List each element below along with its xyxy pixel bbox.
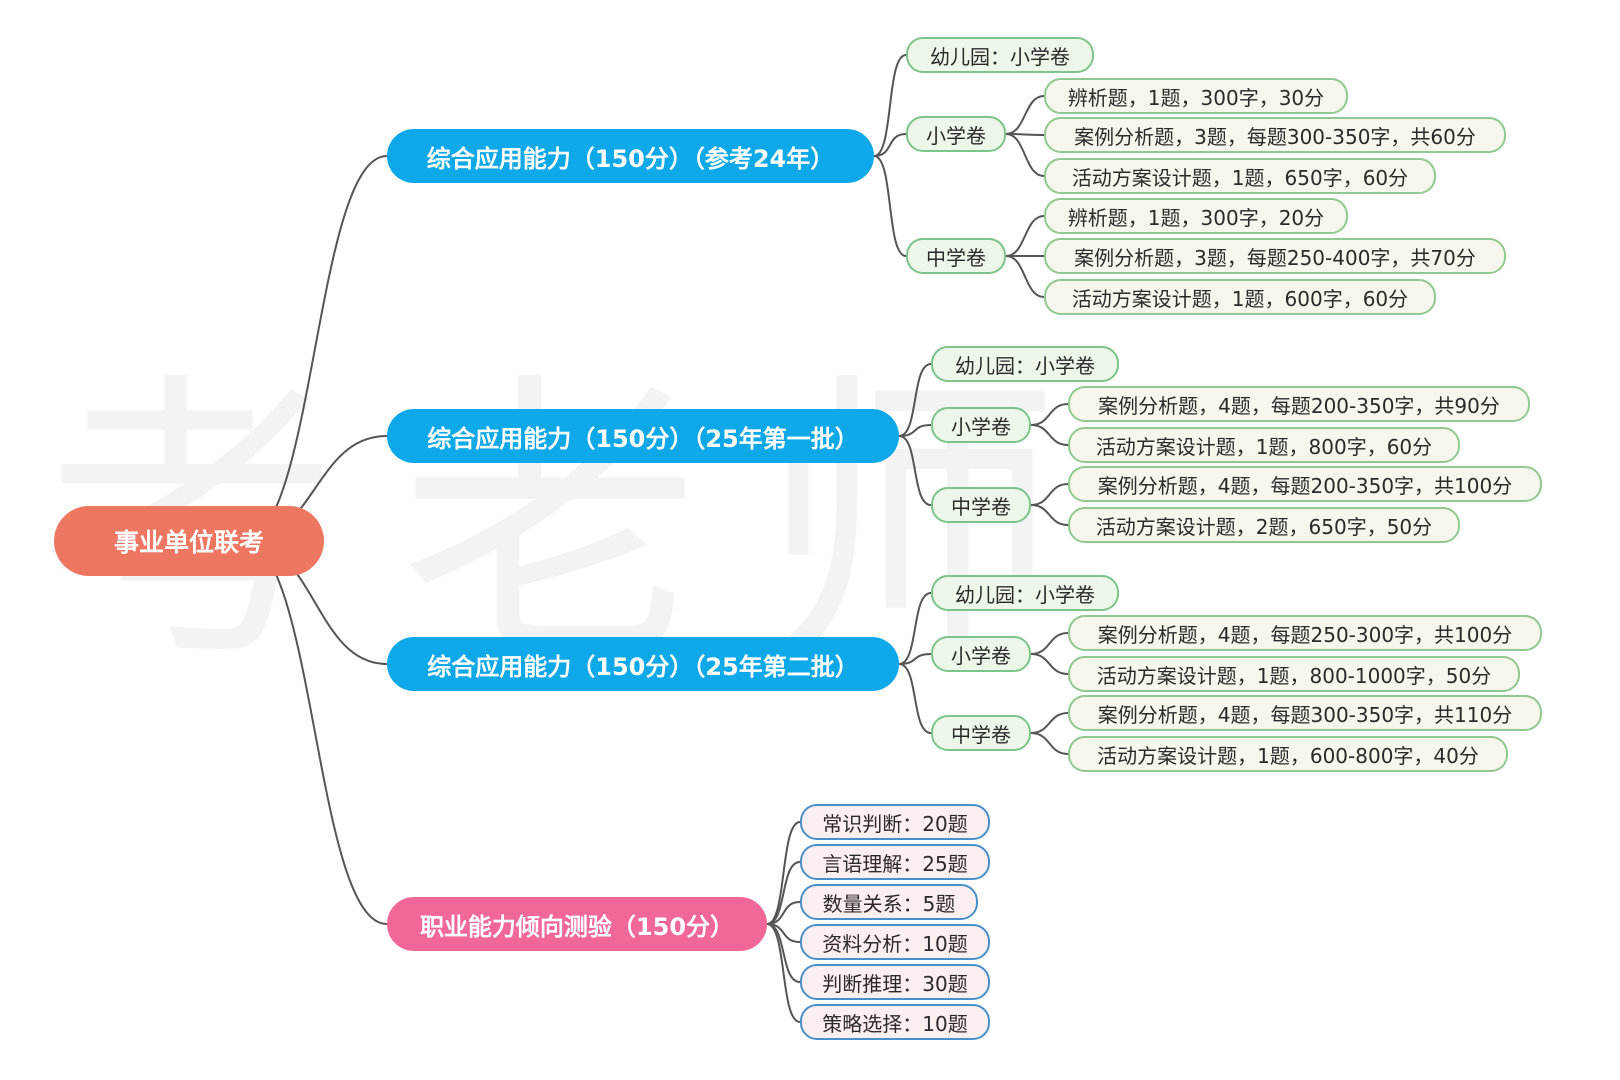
- connector-4: [873, 54, 907, 157]
- b2-primary-leaf-1[interactable]: 案例分析题，4题，每题250-300字，共100分: [1068, 615, 1542, 651]
- b0-middle-leaf-2[interactable]: 案例分析题，3题，每题250-400字，共70分: [1044, 238, 1506, 274]
- connector-5: [873, 133, 907, 157]
- b2-kindergarten[interactable]: 幼儿园：小学卷: [931, 575, 1119, 611]
- connector-19: [1030, 504, 1069, 526]
- connector-14: [898, 424, 932, 437]
- b0-middle-leaf-1[interactable]: 辨析题，1题，300字，20分: [1044, 198, 1348, 234]
- connector-20: [898, 592, 932, 665]
- b2-middle[interactable]: 中学卷: [931, 715, 1031, 751]
- b2-middle-leaf-2[interactable]: 活动方案设计题，1题，600-800字，40分: [1068, 736, 1508, 772]
- connector-27: [766, 821, 801, 925]
- connector-32: [766, 923, 801, 1023]
- connector-17: [1030, 424, 1069, 446]
- b1-middle[interactable]: 中学卷: [931, 487, 1031, 523]
- branch-comprehensive-25-second[interactable]: 综合应用能力（150分）（25年第二批）: [387, 637, 899, 691]
- connector-10: [1005, 215, 1045, 257]
- b2-primary[interactable]: 小学卷: [931, 636, 1031, 672]
- branch-aptitude-test[interactable]: 职业能力倾向测验（150分）: [387, 897, 767, 951]
- b0-middle-leaf-3[interactable]: 活动方案设计题，1题，600字，60分: [1044, 279, 1436, 315]
- aptitude-data-analysis[interactable]: 资料分析：10题: [800, 924, 990, 960]
- connector-12: [1005, 255, 1045, 298]
- aptitude-reasoning[interactable]: 判断推理：30题: [800, 964, 990, 1000]
- connector-6: [873, 155, 907, 257]
- b0-primary[interactable]: 小学卷: [906, 116, 1006, 152]
- b0-primary-leaf-1[interactable]: 辨析题，1题，300字，30分: [1044, 78, 1348, 114]
- b0-middle[interactable]: 中学卷: [906, 238, 1006, 274]
- b1-primary-leaf-1[interactable]: 案例分析题，4题，每题200-350字，共90分: [1068, 386, 1530, 422]
- aptitude-quantitative[interactable]: 数量关系：5题: [800, 884, 978, 920]
- connector-9: [1005, 133, 1045, 177]
- aptitude-common-sense[interactable]: 常识判断：20题: [800, 804, 990, 840]
- connector-13: [898, 363, 932, 437]
- b2-middle-leaf-1[interactable]: 案例分析题，4题，每题300-350字，共110分: [1068, 695, 1542, 731]
- root-node[interactable]: 事业单位联考: [54, 506, 324, 576]
- connector-7: [1005, 95, 1045, 135]
- connector-28: [766, 861, 801, 925]
- aptitude-verbal[interactable]: 言语理解：25题: [800, 844, 990, 880]
- b1-middle-leaf-2[interactable]: 活动方案设计题，2题，650字，50分: [1068, 507, 1460, 543]
- branch-comprehensive-25-first[interactable]: 综合应用能力（150分）（25年第一批）: [387, 409, 899, 463]
- connector-24: [1030, 653, 1069, 675]
- aptitude-strategy[interactable]: 策略选择：10题: [800, 1004, 990, 1040]
- connector-22: [898, 663, 932, 734]
- b0-primary-leaf-2[interactable]: 案例分析题，3题，每题300-350字，共60分: [1044, 117, 1506, 153]
- b1-middle-leaf-1[interactable]: 案例分析题，4题，每题200-350字，共100分: [1068, 466, 1542, 502]
- connector-15: [898, 435, 932, 506]
- b2-primary-leaf-2[interactable]: 活动方案设计题，1题，800-1000字，50分: [1068, 656, 1520, 692]
- connector-21: [898, 653, 932, 665]
- b1-primary[interactable]: 小学卷: [931, 407, 1031, 443]
- b1-primary-leaf-2[interactable]: 活动方案设计题，1题，800字，60分: [1068, 427, 1460, 463]
- b1-kindergarten[interactable]: 幼儿园：小学卷: [931, 346, 1119, 382]
- connector-26: [1030, 732, 1069, 755]
- b0-primary-leaf-3[interactable]: 活动方案设计题，1题，650字，60分: [1044, 158, 1436, 194]
- branch-comprehensive-24[interactable]: 综合应用能力（150分）（参考24年）: [387, 129, 874, 183]
- b0-kindergarten[interactable]: 幼儿园：小学卷: [906, 37, 1094, 73]
